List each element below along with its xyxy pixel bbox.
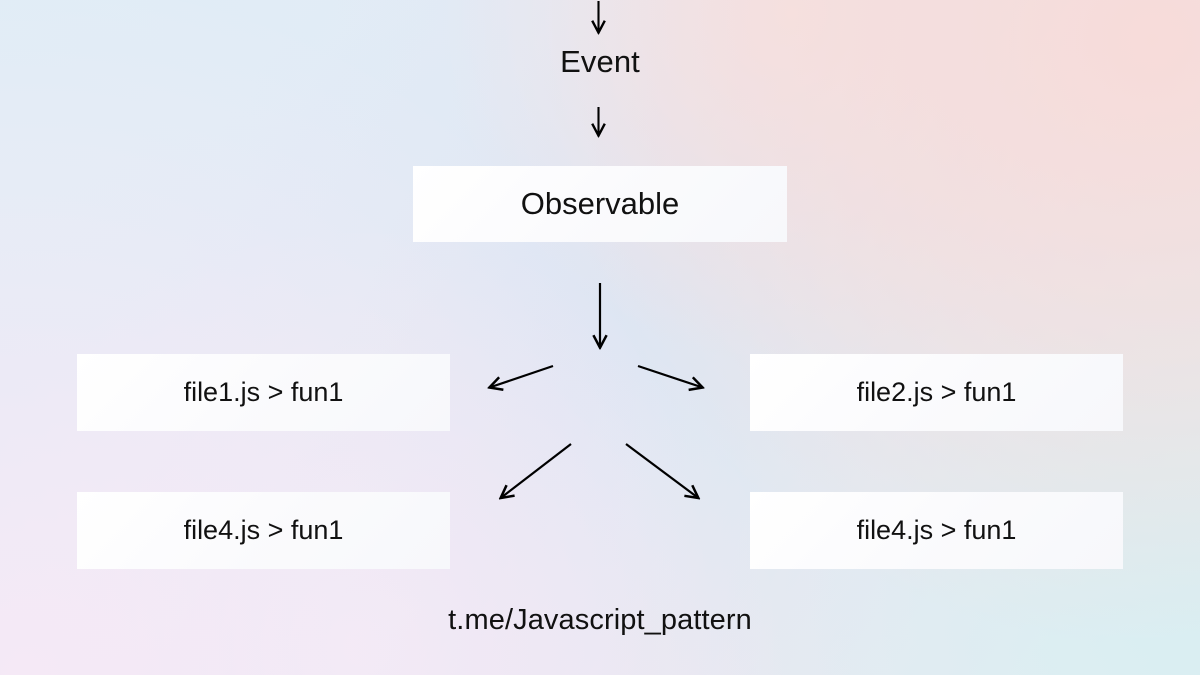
subscriber-box-file2: file2.js > fun1 — [750, 354, 1123, 431]
subscriber-box-file1: file1.js > fun1 — [77, 354, 450, 431]
subscriber-box-file4-left: file4.js > fun1 — [77, 492, 450, 569]
subscriber-box-file4-right-label: file4.js > fun1 — [856, 515, 1017, 545]
arrow-fanout-upper-left — [491, 364, 554, 387]
observable-box-label: Observable — [520, 186, 680, 221]
subscriber-box-file4-left-label: file4.js > fun1 — [183, 515, 344, 545]
observable-box: Observable — [413, 166, 787, 242]
footer-credit-label: t.me/Javascript_pattern — [448, 604, 752, 636]
event-label: Event — [560, 44, 640, 79]
subscriber-box-file1-label: file1.js > fun1 — [183, 377, 344, 407]
subscriber-box-file4-right: file4.js > fun1 — [750, 492, 1123, 569]
subscriber-box-file2-label: file2.js > fun1 — [856, 377, 1017, 407]
arrow-fanout-lower-left — [502, 443, 572, 497]
arrow-fanout-lower-right — [625, 443, 697, 497]
arrow-fanout-upper-right — [637, 364, 701, 387]
